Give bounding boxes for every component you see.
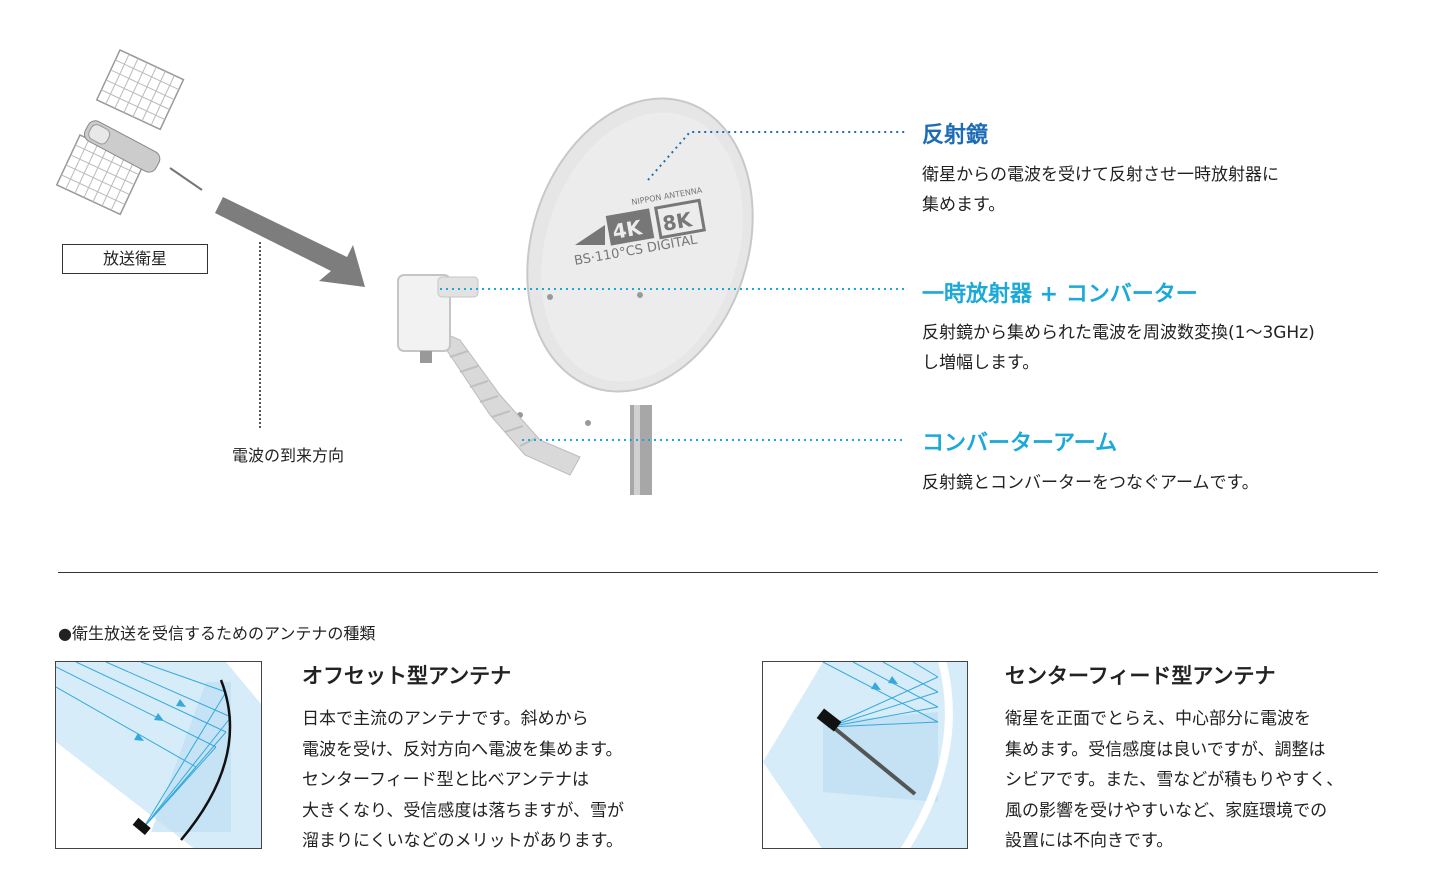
wave-direction-guide	[259, 242, 261, 428]
wave-arrow	[215, 197, 365, 287]
antenna-types-heading: ●衛生放送を受信するためのアンテナの種類	[58, 624, 376, 643]
satellite-label: 放送衛星	[62, 244, 208, 274]
part-feed-converter-title: 一時放射器 + コンバーター	[922, 282, 1198, 307]
center-feed-antenna-desc-line: シビアです。また、雪などが積もりやすく、	[1005, 770, 1344, 790]
center-feed-antenna-desc-line: 設置には不向きです。	[1005, 831, 1174, 851]
part-reflector-desc-line: 衛星からの電波を受けて反射させ一時放射器に	[922, 165, 1279, 185]
part-feed-converter-desc: 反射鏡から集められた電波を周波数変換(1〜3GHz) し増幅します。	[922, 318, 1315, 378]
center-feed-antenna-desc-line: 衛星を正面でとらえ、中心部分に電波を	[1005, 709, 1311, 729]
offset-antenna-desc-line: 溜まりにくいなどのメリットがあります。	[302, 831, 623, 851]
offset-antenna-title: オフセット型アンテナ	[302, 664, 512, 688]
part-reflector-desc-line: 集めます。	[922, 195, 1006, 215]
dish-4k-text: 4K	[611, 215, 646, 244]
offset-antenna-desc: 日本で主流のアンテナです。斜めから 電波を受け、反対方向へ電波を集めます。 セン…	[302, 704, 624, 857]
offset-antenna-desc-line: 日本で主流のアンテナです。斜めから	[302, 709, 589, 729]
part-converter-arm-desc: 反射鏡とコンバーターをつなぐアームです。	[922, 468, 1259, 498]
parabolic-dish-illustration: NIPPON ANTENNA 4K 8K BS·110°CS DIGITAL	[397, 97, 754, 495]
offset-antenna-desc-line: センターフィード型と比べアンテナは	[302, 770, 589, 790]
wave-direction-label: 電波の到来方向	[232, 446, 345, 465]
offset-antenna-diagram	[55, 661, 262, 849]
center-feed-antenna-desc-line: 風の影響を受けやすいなど、家庭環境での	[1005, 800, 1328, 821]
part-converter-arm-desc-line: 反射鏡とコンバーターをつなぐアームです。	[922, 473, 1259, 493]
center-feed-antenna-desc-line: 集めます。受信感度は良いですが、調整は	[1005, 739, 1326, 760]
offset-antenna-desc-line: 大きくなり、受信感度は落ちますが、雪が	[302, 800, 624, 821]
offset-antenna-desc-line: 電波を受け、反対方向へ電波を集めます。	[302, 739, 623, 760]
center-feed-antenna-desc: 衛星を正面でとらえ、中心部分に電波を 集めます。受信感度は良いですが、調整は シ…	[1005, 704, 1343, 857]
part-feed-converter-desc-line: し増幅します。	[922, 353, 1040, 373]
satellite-illustration	[55, 49, 203, 216]
part-reflector-desc: 衛星からの電波を受けて反射させ一時放射器に 集めます。	[922, 160, 1279, 220]
leader-lines	[440, 131, 905, 441]
center-feed-antenna-title: センターフィード型アンテナ	[1005, 664, 1276, 688]
dish-8k-text: 8K	[661, 207, 696, 236]
brand-logo-mark	[575, 225, 605, 245]
part-feed-converter-desc-line: 反射鏡から集められた電波を周波数変換(1〜3GHz)	[922, 323, 1315, 343]
part-reflector-title: 反射鏡	[922, 123, 989, 148]
part-converter-arm-title: コンバーターアーム	[922, 431, 1118, 456]
section-divider	[58, 572, 1378, 573]
center-feed-antenna-diagram	[762, 661, 968, 849]
